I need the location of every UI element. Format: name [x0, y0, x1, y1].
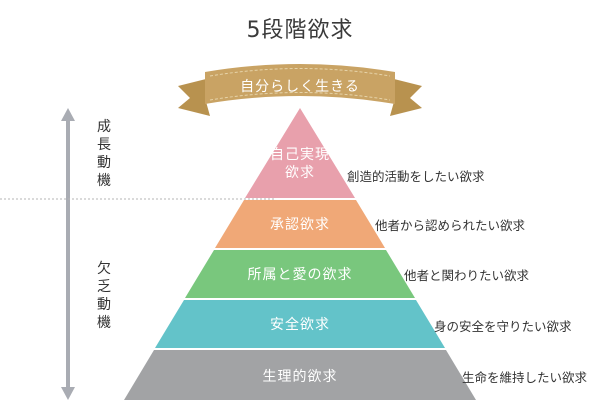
layer-label-self-actualization-line2: 欲求	[285, 165, 315, 181]
layer-label-self-actualization-line1: 自己実現	[270, 147, 330, 163]
description-belonging: 他者と関わりたい欲求	[404, 268, 530, 283]
layer-label-safety: 安全欲求	[270, 317, 330, 333]
layer-esteem	[215, 200, 385, 248]
layer-self-actualization	[245, 108, 355, 198]
layer-label-belonging: 所属と愛の欲求	[247, 267, 353, 283]
motivation-arrow	[61, 108, 75, 400]
layer-safety	[155, 300, 445, 348]
layer-physiological	[124, 350, 476, 400]
layer-label-esteem: 承認欲求	[270, 217, 330, 233]
diagram-title: 5段階欲求	[246, 18, 354, 43]
description-self-actualization: 創造的活動をしたい欲求	[347, 169, 485, 184]
description-physiological: 生命を維持したい欲求	[462, 370, 588, 385]
deficiency-motivation-label: 欠乏動機	[97, 261, 111, 331]
layer-label-self-actualization: 自己実現 欲求	[250, 146, 350, 182]
description-safety: 身の安全を守りたい欲求	[434, 319, 572, 334]
banner-text: 自分らしく生きる	[240, 79, 360, 95]
layer-belonging	[185, 250, 415, 298]
description-esteem: 他者から認められたい欲求	[375, 218, 526, 233]
layer-label-physiological: 生理的欲求	[262, 369, 338, 385]
growth-motivation-label: 成長動機	[97, 119, 111, 189]
banner-ribbon	[178, 64, 422, 116]
